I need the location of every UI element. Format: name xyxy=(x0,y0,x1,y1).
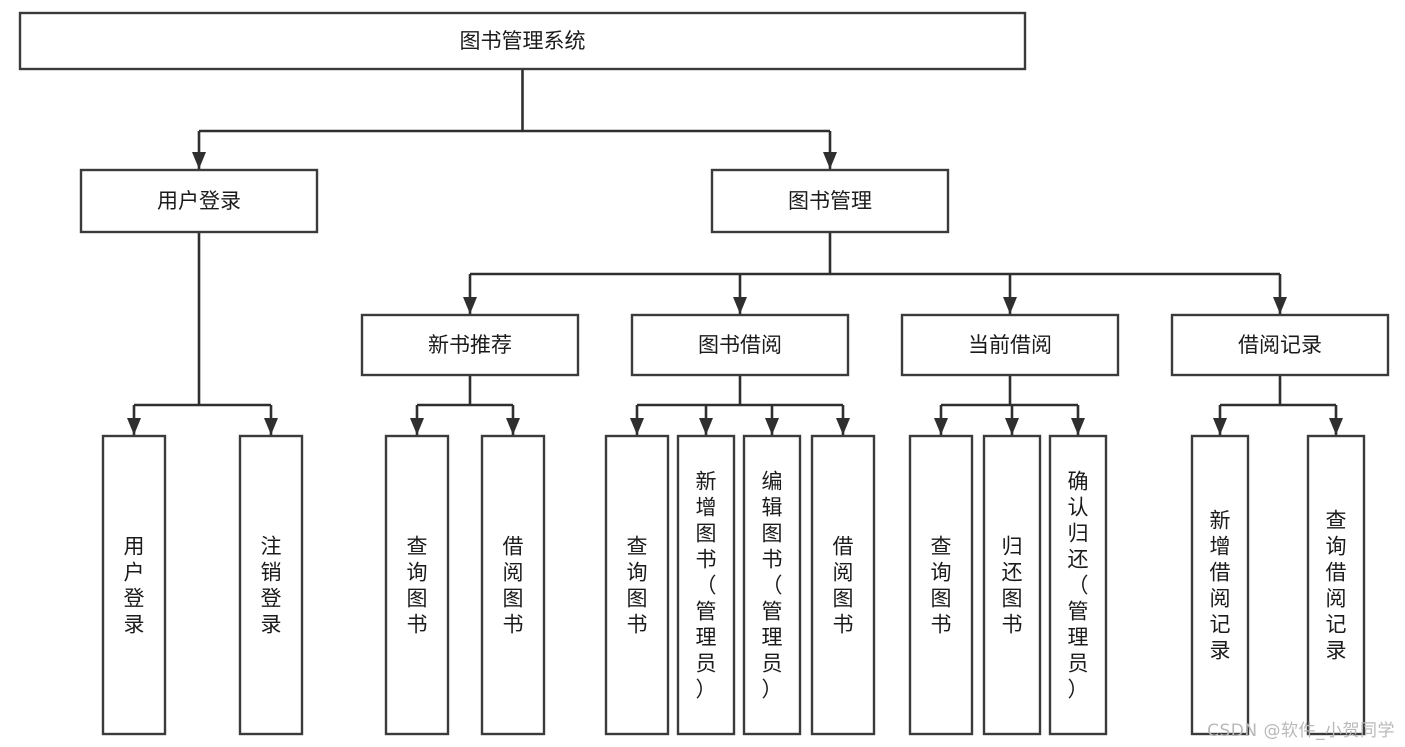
arrow-head xyxy=(127,418,141,435)
node-leaf-6-box[interactable] xyxy=(742,434,802,736)
node-l3-3[interactable]: 借阅记录 xyxy=(1170,313,1390,377)
node-l2-0[interactable]: 用户登录 xyxy=(79,168,319,234)
node-l2-1-label: 图书管理 xyxy=(788,189,872,213)
node-leaf-4-label: 查询图书 xyxy=(627,534,648,636)
arrow-head xyxy=(1005,418,1019,435)
arrow-head xyxy=(1213,418,1227,435)
node-leaf-0[interactable]: 用户登录 xyxy=(101,434,167,736)
arrow-head xyxy=(192,152,206,169)
node-leaf-5[interactable]: 新增图书（管理员） xyxy=(676,434,736,736)
node-root-system-box[interactable] xyxy=(18,11,1027,71)
node-l2-0-box[interactable] xyxy=(79,168,319,234)
arrow-head xyxy=(264,418,278,435)
node-leaf-5-label: 新增图书（管理员） xyxy=(696,469,717,701)
node-l3-3-label: 借阅记录 xyxy=(1238,333,1322,357)
node-l3-2-box[interactable] xyxy=(900,313,1120,377)
node-l3-2-label: 当前借阅 xyxy=(968,333,1052,357)
node-root-system[interactable]: 图书管理系统 xyxy=(18,11,1027,71)
node-leaf-2-label: 查询图书 xyxy=(407,534,428,636)
node-leaf-2-box[interactable] xyxy=(384,434,450,736)
node-leaf-7-box[interactable] xyxy=(810,434,876,736)
node-leaf-4-box[interactable] xyxy=(604,434,670,736)
arrow-head xyxy=(1329,418,1343,435)
node-l3-2[interactable]: 当前借阅 xyxy=(900,313,1120,377)
arrow-head xyxy=(733,297,747,314)
node-leaf-9-label: 归还图书 xyxy=(1002,534,1023,636)
arrow-head xyxy=(765,418,779,435)
node-leaf-11-label: 新增借阅记录 xyxy=(1210,508,1231,662)
node-leaf-10-box[interactable] xyxy=(1048,434,1108,736)
node-leaf-1-box[interactable] xyxy=(238,434,304,736)
node-l3-1[interactable]: 图书借阅 xyxy=(630,313,850,377)
arrow-head xyxy=(934,418,948,435)
node-leaf-4[interactable]: 查询图书 xyxy=(604,434,670,736)
node-leaf-12-label: 查询借阅记录 xyxy=(1326,508,1347,662)
node-root-system-label: 图书管理系统 xyxy=(460,29,586,53)
node-leaf-6-label: 编辑图书（管理员） xyxy=(762,469,783,701)
node-leaf-7-label: 借阅图书 xyxy=(833,534,854,636)
node-leaf-1[interactable]: 注销登录 xyxy=(238,434,304,736)
node-leaf-0-label: 用户登录 xyxy=(124,534,145,636)
node-leaf-8[interactable]: 查询图书 xyxy=(908,434,974,736)
arrow-head xyxy=(1071,418,1085,435)
node-l3-0-box[interactable] xyxy=(360,313,580,377)
node-leaf-6[interactable]: 编辑图书（管理员） xyxy=(742,434,802,736)
node-leaf-8-box[interactable] xyxy=(908,434,974,736)
arrow-head xyxy=(463,297,477,314)
node-leaf-12-box[interactable] xyxy=(1306,434,1366,736)
node-leaf-5-box[interactable] xyxy=(676,434,736,736)
arrow-head xyxy=(410,418,424,435)
node-l2-1[interactable]: 图书管理 xyxy=(710,168,950,234)
node-leaf-1-label: 注销登录 xyxy=(261,534,282,636)
node-l3-1-label: 图书借阅 xyxy=(698,333,782,357)
node-l3-0-label: 新书推荐 xyxy=(428,333,512,357)
node-leaf-10-label: 确认归还（管理员） xyxy=(1068,469,1089,701)
csdn-watermark: CSDN @软件_小贺同学 xyxy=(1207,721,1395,741)
node-leaf-8-label: 查询图书 xyxy=(931,534,952,636)
node-leaf-3[interactable]: 借阅图书 xyxy=(480,434,546,736)
node-l3-3-box[interactable] xyxy=(1170,313,1390,377)
arrow-head xyxy=(630,418,644,435)
node-leaf-0-box[interactable] xyxy=(101,434,167,736)
arrow-head xyxy=(823,152,837,169)
node-leaf-3-label: 借阅图书 xyxy=(503,534,524,636)
edges-layer xyxy=(127,69,1343,435)
arrow-head xyxy=(1003,297,1017,314)
arrow-head xyxy=(1273,297,1287,314)
node-leaf-11[interactable]: 新增借阅记录 xyxy=(1190,434,1250,736)
arrow-head xyxy=(836,418,850,435)
arrow-head xyxy=(699,418,713,435)
node-leaf-9-box[interactable] xyxy=(982,434,1042,736)
node-leaf-12[interactable]: 查询借阅记录 xyxy=(1306,434,1366,736)
node-l2-0-label: 用户登录 xyxy=(157,189,241,213)
node-leaf-9[interactable]: 归还图书 xyxy=(982,434,1042,736)
arrow-head xyxy=(506,418,520,435)
node-l3-0[interactable]: 新书推荐 xyxy=(360,313,580,377)
node-leaf-3-box[interactable] xyxy=(480,434,546,736)
node-l2-1-box[interactable] xyxy=(710,168,950,234)
node-leaf-2[interactable]: 查询图书 xyxy=(384,434,450,736)
nodes-layer: 图书管理系统用户登录图书管理新书推荐图书借阅当前借阅借阅记录用户登录注销登录查询… xyxy=(18,11,1390,736)
node-leaf-10[interactable]: 确认归还（管理员） xyxy=(1048,434,1108,736)
node-leaf-7[interactable]: 借阅图书 xyxy=(810,434,876,736)
node-leaf-11-box[interactable] xyxy=(1190,434,1250,736)
node-l3-1-box[interactable] xyxy=(630,313,850,377)
